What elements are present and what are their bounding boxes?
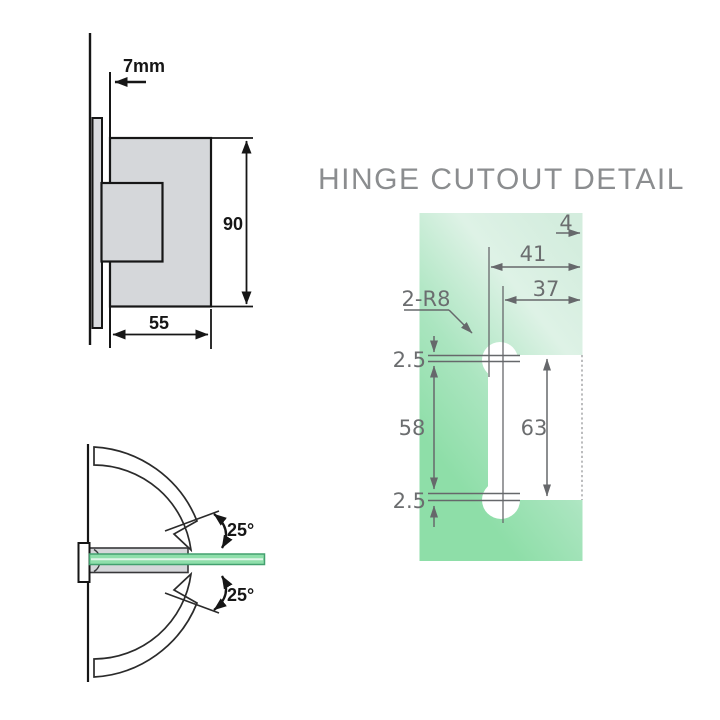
dim-55-label: 55 xyxy=(149,313,169,333)
dim-41-label: 41 xyxy=(520,242,547,266)
angle-lower-label: 25° xyxy=(227,585,254,605)
dim-90-label: 90 xyxy=(223,214,243,234)
radius-callout-leader xyxy=(448,309,473,334)
angle-upper-label: 25° xyxy=(227,520,254,540)
angle-ray-lower xyxy=(164,592,220,614)
angle-arrow-upper xyxy=(213,513,233,549)
angle-arrow-lower xyxy=(213,575,233,611)
dim-7mm-label: 7mm xyxy=(123,56,165,76)
dim-4-label: 4 xyxy=(559,211,572,235)
dim-bottom-clearance-label: 2.5 xyxy=(393,489,426,513)
side-view-diagram: 7mm 90 55 xyxy=(88,33,253,349)
hinge-cutout-detail: HINGE CUTOUT DETAIL 4 41 37 2-R8 2.5 58 xyxy=(318,163,685,561)
drill-relief-hole-top xyxy=(482,342,518,378)
hinge-slot-cutout xyxy=(488,355,583,500)
swing-wall-plate xyxy=(77,542,91,583)
dim-37-label: 37 xyxy=(533,277,560,301)
page-title: HINGE CUTOUT DETAIL xyxy=(318,163,685,196)
dim-58-label: 58 xyxy=(399,416,426,440)
dim-top-clearance-label: 2.5 xyxy=(393,348,426,372)
angle-ray-upper xyxy=(164,510,220,532)
radius-callout-label: 2-R8 xyxy=(402,287,451,311)
door-swing-band-lower xyxy=(93,571,199,678)
swing-view-diagram: 25° 25° xyxy=(77,444,266,682)
door-swing-band-upper xyxy=(93,446,199,553)
hinge-cover-plate xyxy=(100,181,164,263)
dim-63-label: 63 xyxy=(521,416,548,440)
